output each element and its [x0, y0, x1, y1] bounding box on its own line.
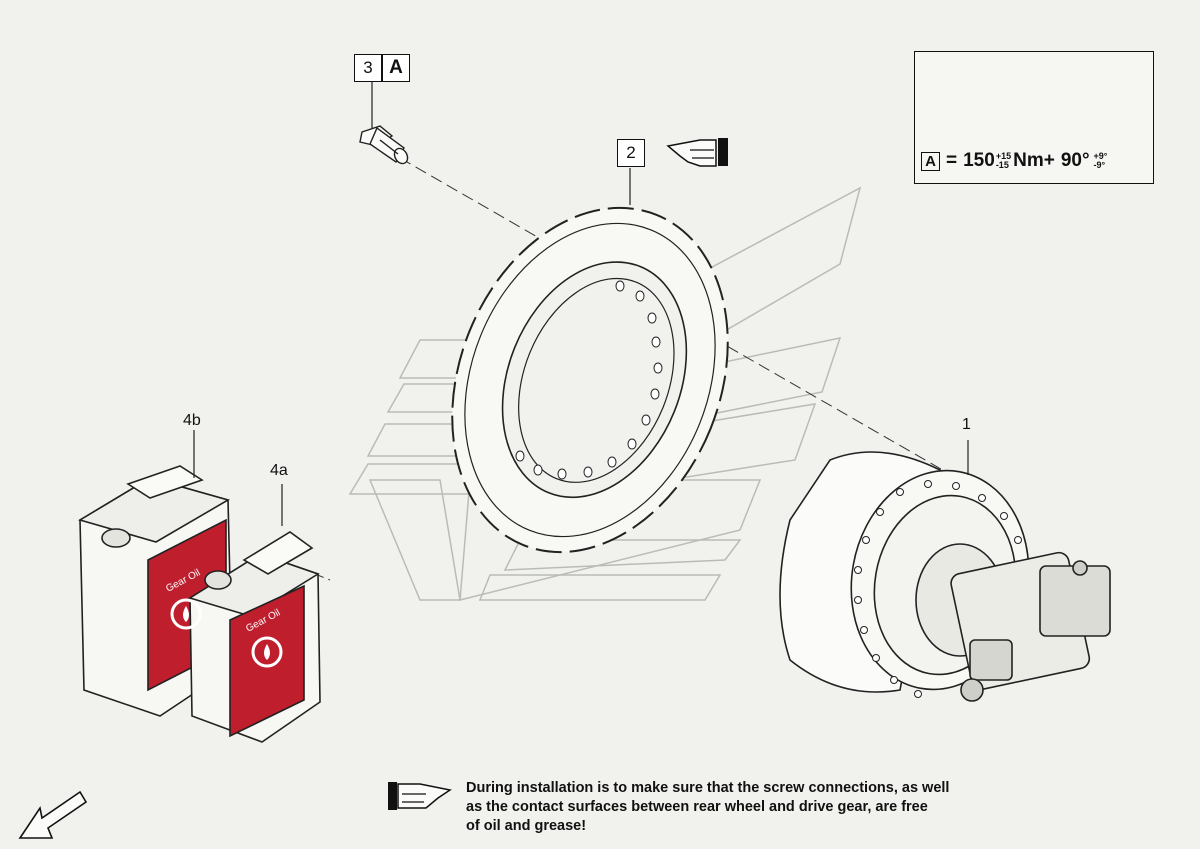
- part-label-4a: 4a: [270, 462, 288, 479]
- part-label-4b: 4b: [183, 412, 201, 429]
- pointing-hand-icon: [388, 782, 452, 810]
- torque-equals: =: [946, 150, 958, 171]
- sprocket-bolt-holes: [515, 280, 663, 480]
- gear-oil-drop-icon: [170, 598, 283, 668]
- torque-value: 150: [963, 150, 995, 171]
- angle-tol-plus: +9°: [1093, 151, 1108, 161]
- installation-note: During installation is to make sure that…: [466, 779, 1066, 836]
- part-ref-3-box: 3: [354, 54, 382, 82]
- note-line: as the contact surfaces between rear whe…: [466, 799, 928, 815]
- note-line: During installation is to make sure that…: [466, 780, 950, 796]
- gear-oil-drop-icon: [183, 606, 270, 660]
- pointing-hand-icon: [666, 138, 728, 167]
- sprocket-part: [451, 206, 729, 554]
- part-ref-2-box: 2: [617, 139, 645, 167]
- note-line: of oil and grease!: [466, 818, 587, 834]
- torque-angle: 90°: [1060, 150, 1090, 171]
- torque-tol-minus: -15: [995, 160, 1009, 170]
- torque-tol-plus: +15: [995, 151, 1012, 161]
- torque-tolerance: +15 -15: [996, 152, 1011, 170]
- torque-ref-a-box: A: [382, 54, 410, 82]
- screw-part: [359, 125, 409, 165]
- torque-formula: A = 150 +15 -15 Nm+ 90° +9° -9°: [921, 150, 1109, 172]
- orientation-arrow-icon: [18, 790, 88, 839]
- angle-tolerance: +9° -9°: [1094, 152, 1108, 170]
- torque-ref-a: A: [921, 151, 940, 171]
- drive-motor-part: [779, 451, 1111, 702]
- torque-unit: Nm+: [1013, 150, 1055, 171]
- part-label-1: 1: [962, 416, 971, 433]
- torque-spec-panel: A = 150 +15 -15 Nm+ 90° +9° -9°: [914, 51, 1154, 184]
- angle-tol-minus: -9°: [1093, 160, 1106, 170]
- motor-flange-holes: [854, 480, 1022, 698]
